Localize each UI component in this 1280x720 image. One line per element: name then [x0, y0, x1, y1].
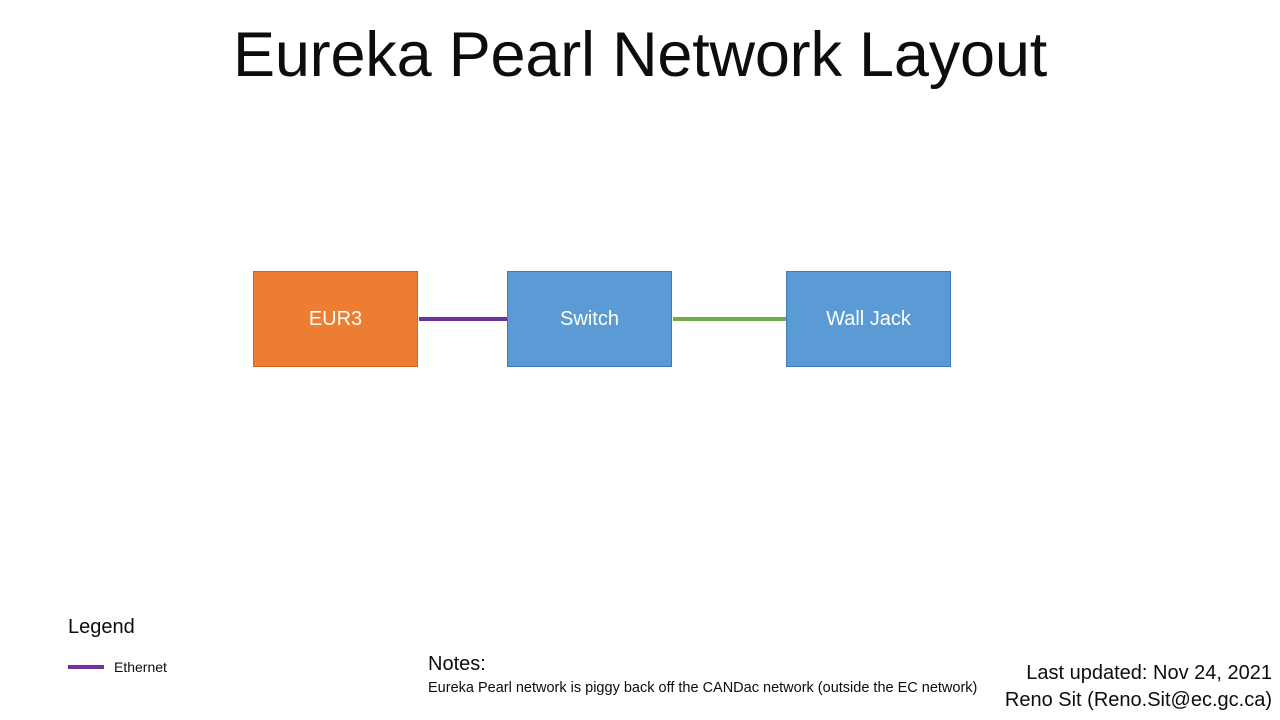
- legend-item-ethernet: Ethernet: [68, 659, 308, 675]
- node-eur3-label: EUR3: [308, 308, 363, 330]
- node-switch-label: Switch: [560, 308, 619, 330]
- legend-item-label: Ethernet: [114, 658, 167, 675]
- notes-body: Eureka Pearl network is piggy back off t…: [428, 680, 978, 696]
- footer-credit: Last updated: Nov 24, 2021 Reno Sit (Ren…: [1005, 660, 1272, 714]
- notes-block: Notes: Eureka Pearl network is piggy bac…: [428, 653, 1028, 697]
- legend-line-swatch-icon: [68, 665, 104, 669]
- node-wall-jack-label: Wall Jack: [826, 308, 911, 330]
- legend-title: Legend: [68, 616, 135, 638]
- node-switch[interactable]: Switch: [507, 271, 672, 367]
- page-title: Eureka Pearl Network Layout: [233, 20, 1047, 90]
- last-updated-text: Last updated: Nov 24, 2021: [1026, 662, 1272, 684]
- node-wall-jack[interactable]: Wall Jack: [786, 271, 951, 367]
- connector-eur3-switch: [419, 317, 508, 321]
- connector-switch-walljack: [673, 317, 787, 321]
- notes-heading: Notes:: [428, 653, 486, 675]
- node-eur3[interactable]: EUR3: [253, 271, 418, 367]
- legend: Legend Ethernet: [68, 615, 308, 675]
- author-contact-text: Reno Sit (Reno.Sit@ec.gc.ca): [1004, 689, 1272, 711]
